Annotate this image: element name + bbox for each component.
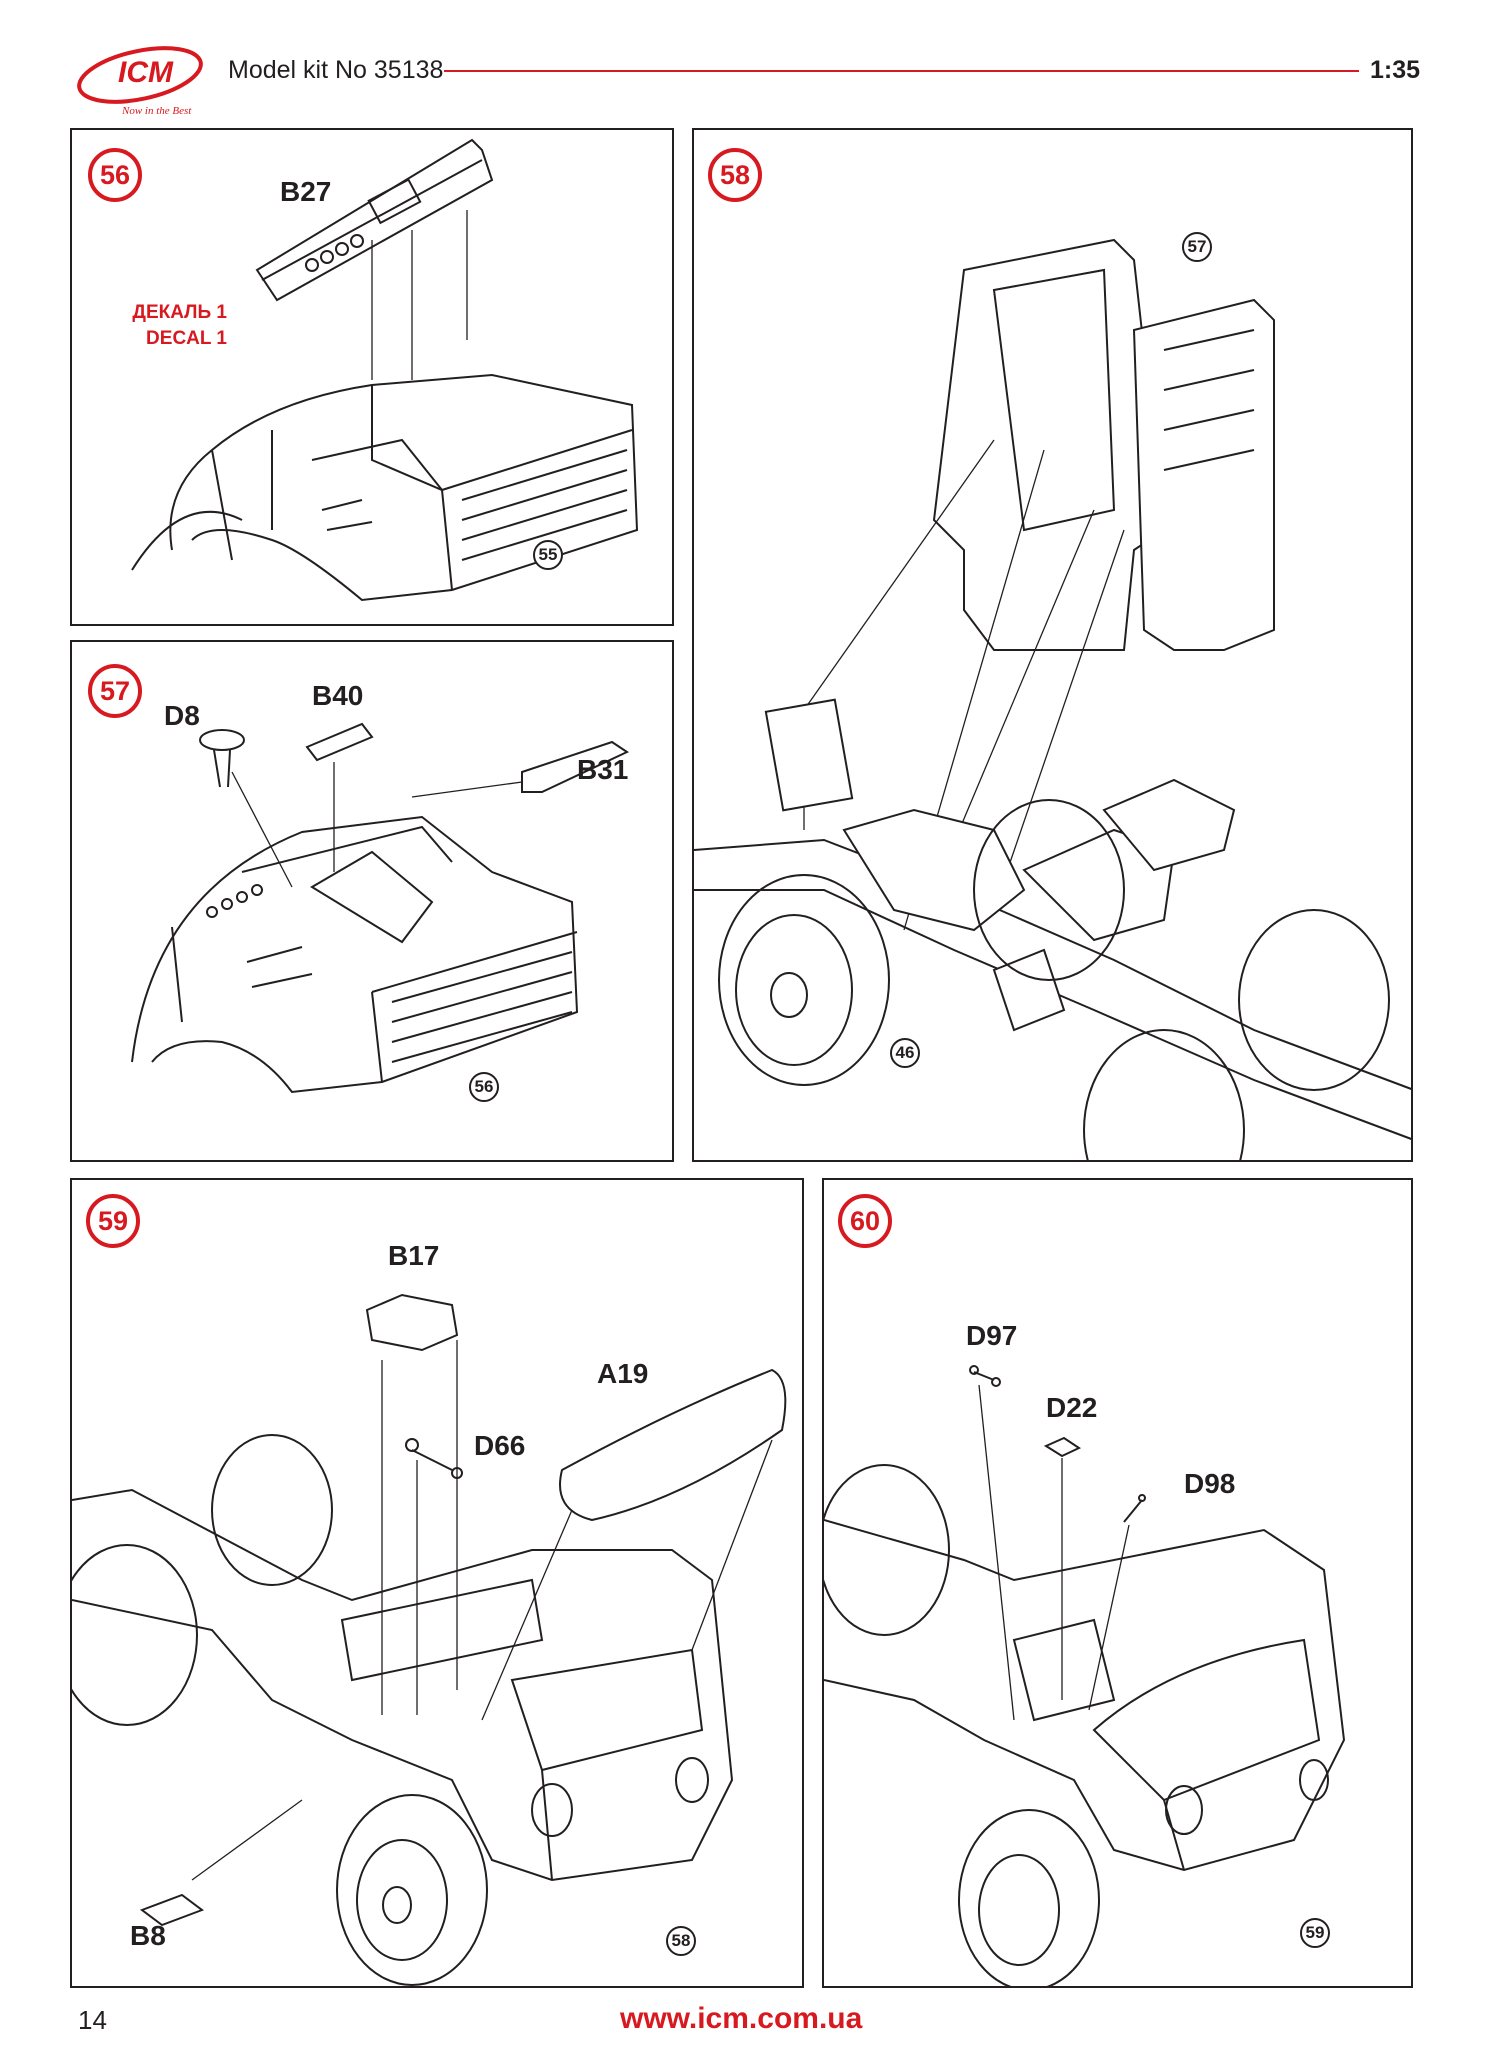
decal-label: ДЕКАЛЬ 1 DECAL 1 <box>122 300 227 352</box>
step-number-badge: 56 <box>88 148 142 202</box>
part-label-d22: D22 <box>1046 1392 1098 1423</box>
step-number-badge: 58 <box>708 148 762 202</box>
step-58-panel: 58 57 46 <box>692 128 1413 1162</box>
svg-text:ICM: ICM <box>118 56 174 89</box>
part-label-d66: D66 <box>474 1430 526 1461</box>
step-59-panel: 59 B17 A19 D66 B8 58 <box>70 1178 804 1988</box>
step-number-badge: 57 <box>88 664 142 718</box>
ref-step-46: 46 <box>890 1038 920 1068</box>
step-56-panel: 56 B27 ДЕКАЛЬ 1 DECAL 1 55 <box>70 128 674 626</box>
step-58-illustration <box>694 238 1411 1160</box>
kit-title: Model kit No 35138 <box>228 56 444 84</box>
ref-step-55: 55 <box>533 540 563 570</box>
part-label-b17: B17 <box>388 1240 440 1271</box>
step-60-panel: 60 D97 D22 D98 59 <box>822 1178 1413 1988</box>
decal-label-ru: ДЕКАЛЬ 1 <box>132 302 227 323</box>
header-rule <box>444 70 1359 72</box>
ref-step-57: 57 <box>1182 232 1212 262</box>
step-57-panel: 57 D8 B40 B31 56 <box>70 640 674 1162</box>
ref-step-59: 59 <box>1300 1918 1330 1948</box>
part-label-d97: D97 <box>966 1320 1018 1351</box>
page-number: 14 <box>78 2005 107 2035</box>
step-56-illustration <box>131 138 639 602</box>
part-label-b27: B27 <box>280 176 332 207</box>
part-label-a19: A19 <box>597 1358 649 1389</box>
step-59-illustration <box>72 1293 787 1986</box>
icm-logo: ICM Now in the Best <box>77 46 203 117</box>
svg-text:Now in the Best: Now in the Best <box>121 105 192 117</box>
step-57-illustration <box>131 722 630 1094</box>
part-label-b31: B31 <box>577 754 629 785</box>
scale-label: 1:35 <box>1370 56 1421 84</box>
website-link[interactable]: www.icm.com.ua <box>620 2002 863 2035</box>
page-header: ICM Now in the Best Model kit No 35138 1… <box>0 0 1488 130</box>
part-label-b8: B8 <box>130 1920 166 1951</box>
decal-label-en: DECAL 1 <box>146 328 227 349</box>
part-label-d98: D98 <box>1184 1468 1236 1499</box>
ref-step-58: 58 <box>666 1926 696 1956</box>
part-label-d8: D8 <box>164 700 200 731</box>
step-number-badge: 60 <box>838 1194 892 1248</box>
step-number-badge: 59 <box>86 1194 140 1248</box>
part-label-b40: B40 <box>312 680 364 711</box>
ref-step-56: 56 <box>469 1072 499 1102</box>
step-60-illustration <box>824 1365 1346 1986</box>
